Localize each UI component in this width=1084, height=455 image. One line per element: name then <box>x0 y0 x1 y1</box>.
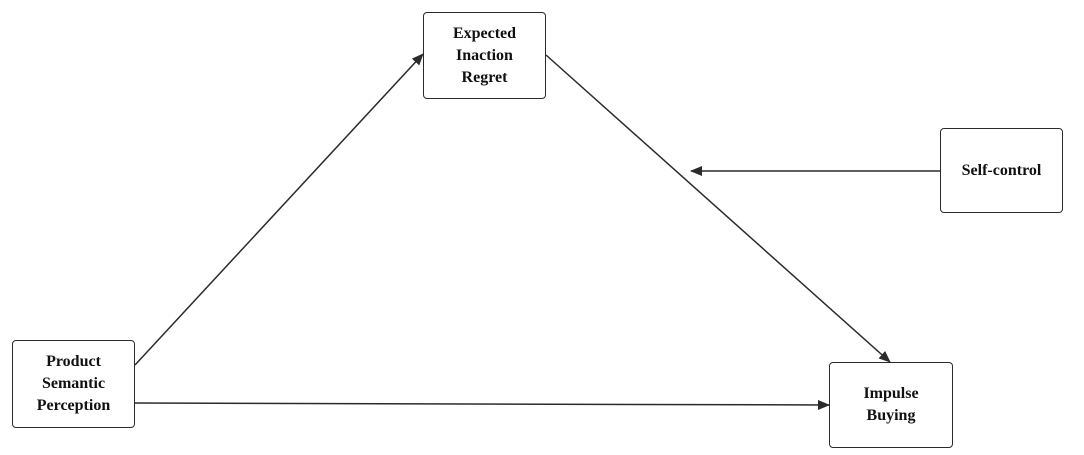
node-expected-inaction-regret: Expected Inaction Regret <box>423 12 546 99</box>
node-label-line: Expected <box>452 24 517 42</box>
node-label-line: Buying <box>866 407 916 424</box>
node-label-line: Perception <box>36 397 111 414</box>
arrow-expected-inaction-regret-to-impulse-buying <box>545 54 891 363</box>
node-self-control: Self-control <box>940 128 1063 213</box>
node-label-line: Product <box>46 353 101 370</box>
node-label-line: Impulse <box>863 385 919 402</box>
node-label-line: Inaction <box>456 46 513 64</box>
node-impulse-buying: Impulse Buying <box>829 362 953 448</box>
arrow-product-semantic-perception-to-impulse-buying <box>134 399 830 410</box>
node-label-line: Regret <box>461 68 508 86</box>
arrow-product-semantic-perception-to-expected-inaction-regret <box>134 53 424 366</box>
node-label-line: Self-control <box>961 161 1042 179</box>
node-label-line: Semantic <box>41 375 106 392</box>
node-product-semantic-perception: Product Semantic Perception <box>12 340 135 428</box>
